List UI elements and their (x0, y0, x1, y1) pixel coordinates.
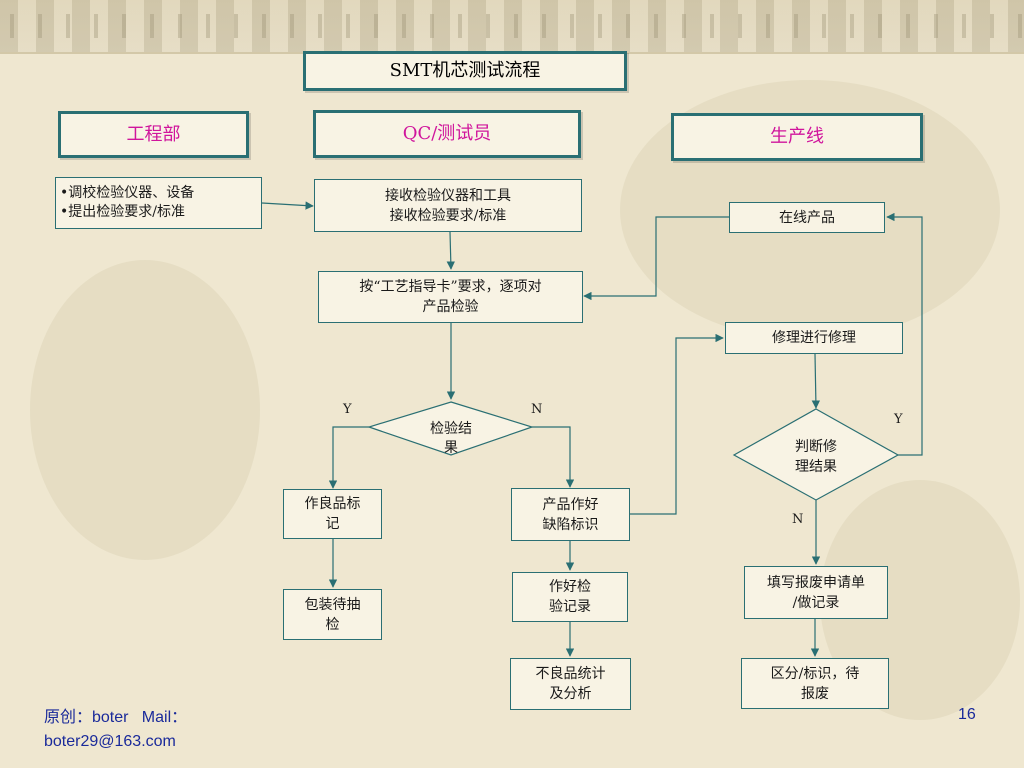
node-receive-line1: 接收检验仪器和工具 (385, 187, 511, 204)
node-defect-mark-line2: 缺陷标识 (542, 516, 599, 533)
arrow-judge-yes (886, 212, 923, 456)
task-requirements: •提出检验要求/标准 (60, 204, 185, 220)
arrow-eng-to-receive (261, 201, 314, 210)
footer-author-line: 原创：boter Mail： (44, 709, 188, 726)
node-scrap-form-line1: 填写报废申请单 (767, 574, 865, 591)
node-analysis: 不良品统计 及分析 (510, 658, 631, 710)
arrow-online-to-inspect (583, 216, 729, 301)
label-result-no: N (531, 402, 543, 417)
node-record-line1: 作好检 (549, 579, 591, 595)
node-pack: 包装待抽 检 (283, 589, 382, 640)
node-receive-line2: 接收检验要求/标准 (389, 207, 507, 224)
node-inspect-line1: 按“工艺指导卡”要求，逐项对 (359, 279, 542, 295)
label-judge-yes: Y (894, 412, 903, 427)
header-qc: QC/测试员 (313, 110, 581, 158)
decision-result-line2: 果 (444, 440, 458, 456)
footer-email: boter29@163.com (44, 733, 176, 750)
engineering-task-list: •调校检验仪器、设备 •提出检验要求/标准 (55, 177, 262, 229)
page-title: SMT机芯测试流程 (303, 51, 627, 91)
node-analysis-line1: 不良品统计 (535, 666, 606, 682)
arrow-result-no (532, 426, 575, 488)
header-production-text: 生产线 (770, 126, 824, 147)
node-repair-text: 修理进行修理 (772, 330, 856, 346)
page-number: 16 (958, 706, 976, 723)
node-receive: 接收检验仪器和工具 接收检验要求/标准 (314, 179, 582, 232)
decorative-border (0, 0, 1024, 54)
decision-judge-line2: 理结果 (795, 459, 837, 475)
header-engineering: 工程部 (58, 111, 249, 158)
node-inspect-line2: 产品检验 (422, 299, 479, 315)
decision-judge: 判断修 理结果 (780, 437, 852, 477)
node-defect-mark: 产品作好 缺陷标识 (511, 488, 630, 541)
arrow-repair-to-judge (811, 353, 821, 409)
task-calibrate: •调校检验仪器、设备 (60, 185, 195, 201)
node-pack-line2: 检 (325, 616, 340, 633)
node-analysis-line2: 及分析 (549, 686, 592, 702)
header-production: 生产线 (671, 113, 923, 161)
node-record: 作好检 验记录 (512, 572, 628, 622)
header-engineering-text: 工程部 (126, 123, 181, 145)
node-scrap-line2: 报废 (801, 685, 829, 702)
node-scrap-form: 填写报废申请单 /做记录 (744, 566, 888, 619)
node-pack-line1: 包装待抽 (304, 596, 361, 613)
decision-judge-shape (732, 408, 900, 501)
node-inspect: 按“工艺指导卡”要求，逐项对 产品检验 (318, 271, 583, 323)
node-good-mark-line1: 作良品标 (304, 496, 361, 512)
arrow-defect-to-repair (630, 333, 724, 515)
decision-result-line1: 检验结 (430, 421, 472, 437)
footer-author: 原创：boter Mail： boter29@163.com (44, 706, 187, 754)
node-record-line2: 验记录 (549, 599, 591, 615)
node-scrap: 区分/标识，待 报废 (741, 658, 889, 709)
node-good-mark: 作良品标 记 (283, 489, 382, 539)
page-title-text: SMT机芯测试流程 (389, 60, 541, 81)
decision-judge-line1: 判断修 (795, 439, 837, 455)
header-qc-text: QC/测试员 (402, 123, 492, 144)
node-good-mark-line2: 记 (325, 516, 340, 532)
node-defect-mark-line1: 产品作好 (542, 496, 599, 513)
label-judge-no: N (792, 512, 804, 527)
decision-result-shape (367, 401, 534, 456)
background-brush (30, 260, 260, 560)
label-result-yes: Y (343, 402, 352, 417)
node-repair: 修理进行修理 (725, 322, 903, 354)
arrow-result-yes (328, 426, 369, 489)
node-online-text: 在线产品 (779, 209, 835, 226)
node-online: 在线产品 (729, 202, 885, 233)
node-scrap-form-line2: /做记录 (792, 594, 840, 611)
decision-result: 检验结 果 (418, 420, 484, 458)
arrow-receive-to-inspect (446, 231, 455, 270)
node-scrap-line1: 区分/标识，待 (770, 665, 860, 682)
